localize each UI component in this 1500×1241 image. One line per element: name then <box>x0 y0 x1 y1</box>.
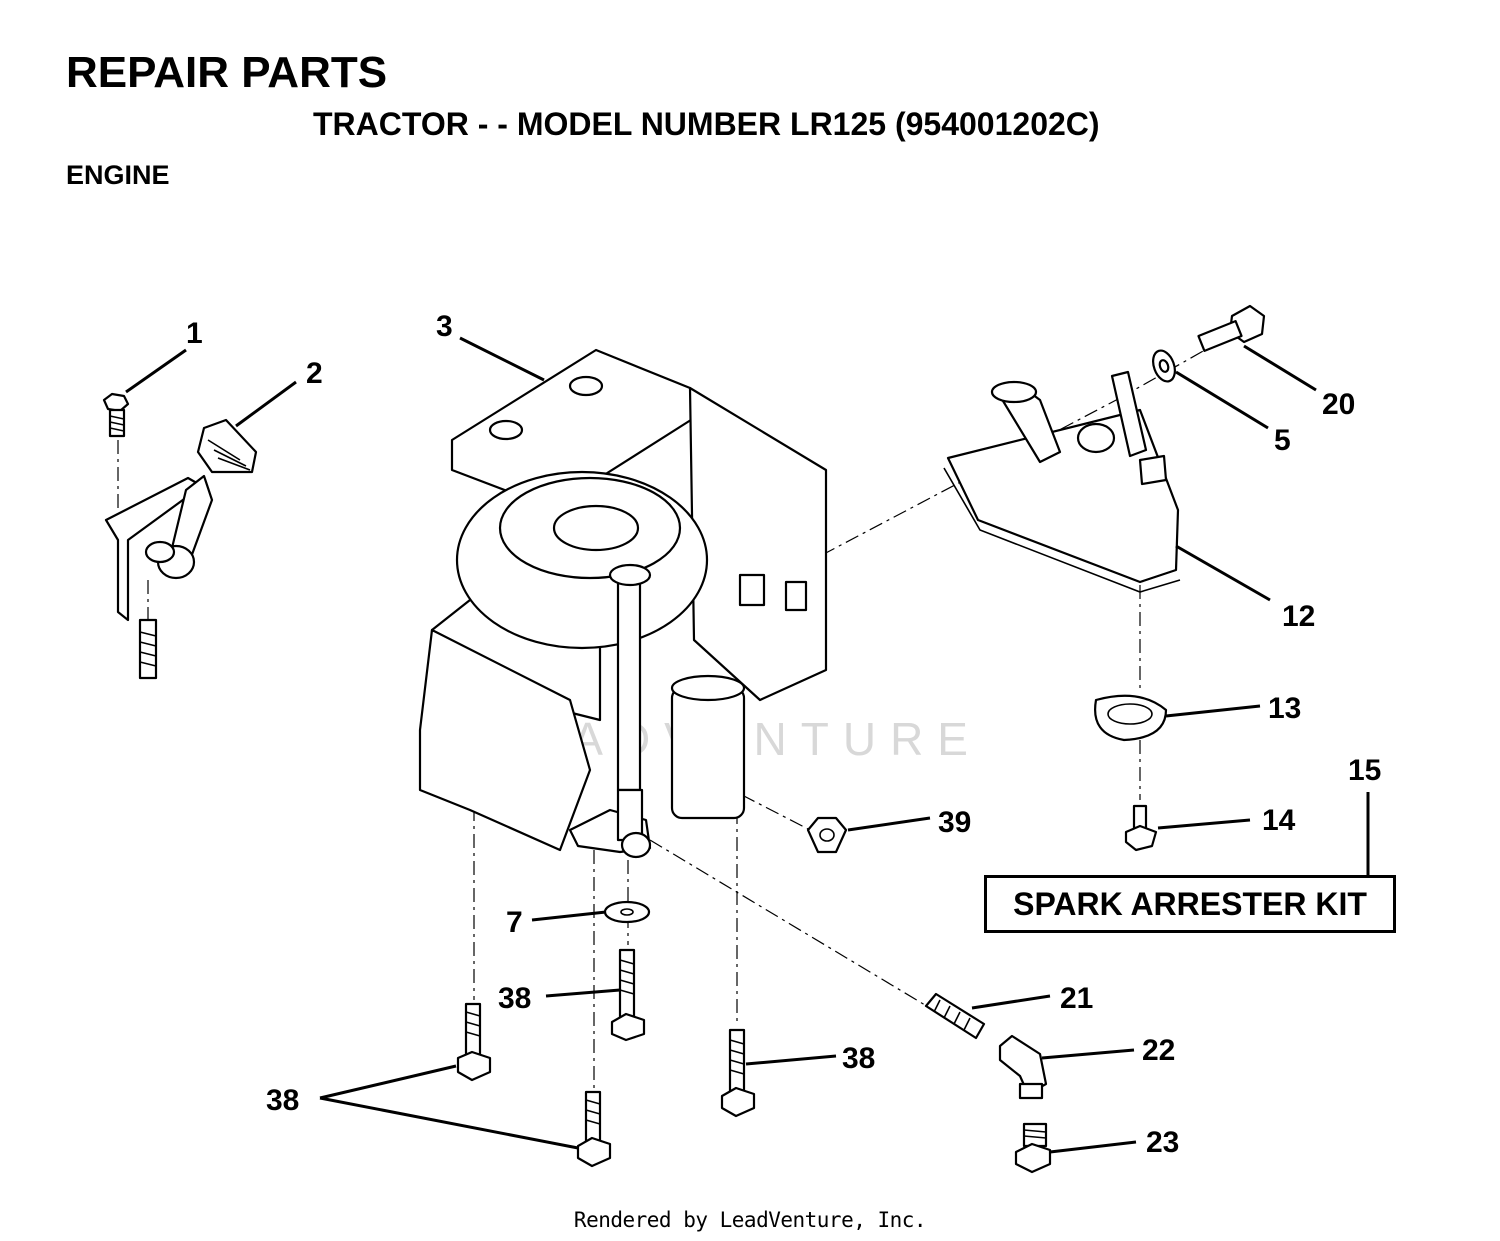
callout-13: 13 <box>1268 692 1301 725</box>
callout-leaders <box>125 336 1370 1154</box>
kit-label-text: SPARK ARRESTER KIT <box>1013 885 1367 922</box>
part-38-bolt-left <box>456 1002 492 1082</box>
part-20-bolt <box>1197 304 1266 353</box>
part-12-muffler <box>943 370 1181 593</box>
callout-21: 21 <box>1060 982 1093 1015</box>
callout-22: 22 <box>1142 1034 1175 1067</box>
callout-7: 7 <box>506 906 523 939</box>
callout-2: 2 <box>306 357 323 390</box>
part-38-bolt-right <box>720 1028 756 1118</box>
part-38-bolt-upper <box>610 948 646 1042</box>
part-23-plug <box>1014 1122 1052 1174</box>
callout-38-upper: 38 <box>498 982 531 1015</box>
part-38-bolt-bottom <box>576 1090 612 1168</box>
callout-38-left: 38 <box>266 1084 299 1117</box>
part-3-engine <box>418 348 828 859</box>
part-39-nut <box>806 816 848 854</box>
part-13-spark-screen <box>1094 694 1168 742</box>
callout-39: 39 <box>938 806 971 839</box>
callout-3: 3 <box>436 310 453 343</box>
callout-12: 12 <box>1282 600 1315 633</box>
model-subtitle: TRACTOR - - MODEL NUMBER LR125 (95400120… <box>313 106 1100 142</box>
callout-20: 20 <box>1322 388 1355 421</box>
part-5-washer <box>1152 349 1176 383</box>
callout-5: 5 <box>1274 424 1291 457</box>
part-2-control-bracket <box>104 418 258 680</box>
callout-23: 23 <box>1146 1126 1179 1159</box>
spark-arrester-kit-label: SPARK ARRESTER KIT <box>984 875 1396 933</box>
part-7-lock-washer <box>603 900 651 924</box>
callout-38-right: 38 <box>842 1042 875 1075</box>
callout-1: 1 <box>186 317 203 350</box>
page-title: REPAIR PARTS <box>66 48 388 97</box>
footer-credit: Rendered by LeadVenture, Inc. <box>573 1208 927 1232</box>
part-14-screw <box>1124 804 1158 852</box>
part-21-pipe-nipple <box>924 992 986 1040</box>
callout-14: 14 <box>1262 804 1296 837</box>
callout-15: 15 <box>1348 754 1381 787</box>
part-22-elbow <box>998 1034 1048 1100</box>
part-1-bolt <box>102 392 130 438</box>
callout-numbers: 1 2 3 20 5 12 13 15 14 39 7 38 38 38 21 … <box>186 310 1381 1159</box>
section-label: ENGINE <box>66 160 170 190</box>
